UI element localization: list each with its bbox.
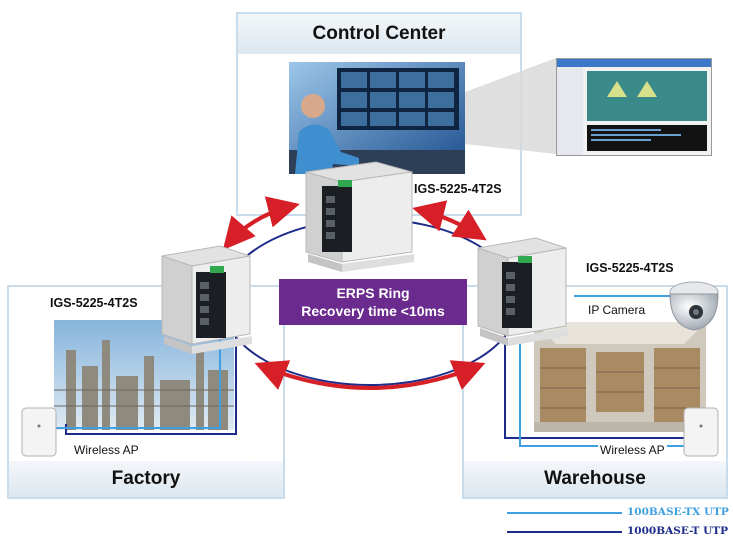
switch-left-icon (161, 245, 252, 354)
ip-camera-icon (669, 281, 719, 331)
factory-fast-link (52, 340, 221, 429)
wireless-ap-factory-icon (21, 407, 57, 457)
switch-label-right: IGS-5225-4T2S (586, 261, 674, 275)
ip-camera-label: IP Camera (586, 303, 648, 317)
switch-label-top: IGS-5225-4T2S (414, 182, 502, 196)
ring-arrow-top-right (412, 200, 487, 241)
legend-gigabit-label: 1000BASE-T UTP (627, 525, 728, 537)
monitoring-screenshot (556, 58, 712, 156)
ring-recovery-time: Recovery time <10ms (301, 303, 445, 319)
zone-title-factory: Factory (9, 461, 283, 497)
ring-title: ERPS Ring (336, 285, 410, 301)
legend-fast-label: 100BASE-TX UTP (627, 506, 729, 518)
wireless-ap-factory-label: Wireless AP (72, 443, 141, 457)
zone-title-warehouse: Warehouse (464, 461, 726, 497)
warehouse-photo (534, 322, 706, 432)
wireless-ap-warehouse-icon (683, 407, 719, 457)
control-room-photo (289, 62, 465, 174)
erps-ring-badge: ERPS Ring Recovery time <10ms (279, 279, 467, 325)
switch-top-icon (305, 161, 414, 272)
warehouse-gigabit-link (504, 336, 684, 439)
wireless-ap-warehouse-label: Wireless AP (598, 443, 667, 457)
ring-arrow-top-left (222, 196, 300, 251)
zone-title-control-center: Control Center (238, 14, 520, 54)
screenshot-callout (465, 58, 556, 154)
ring-arrow-bottom (254, 360, 486, 390)
warehouse-fast-link-ap (519, 340, 686, 447)
switch-label-left: IGS-5225-4T2S (50, 296, 138, 310)
switch-right-icon (477, 237, 568, 346)
